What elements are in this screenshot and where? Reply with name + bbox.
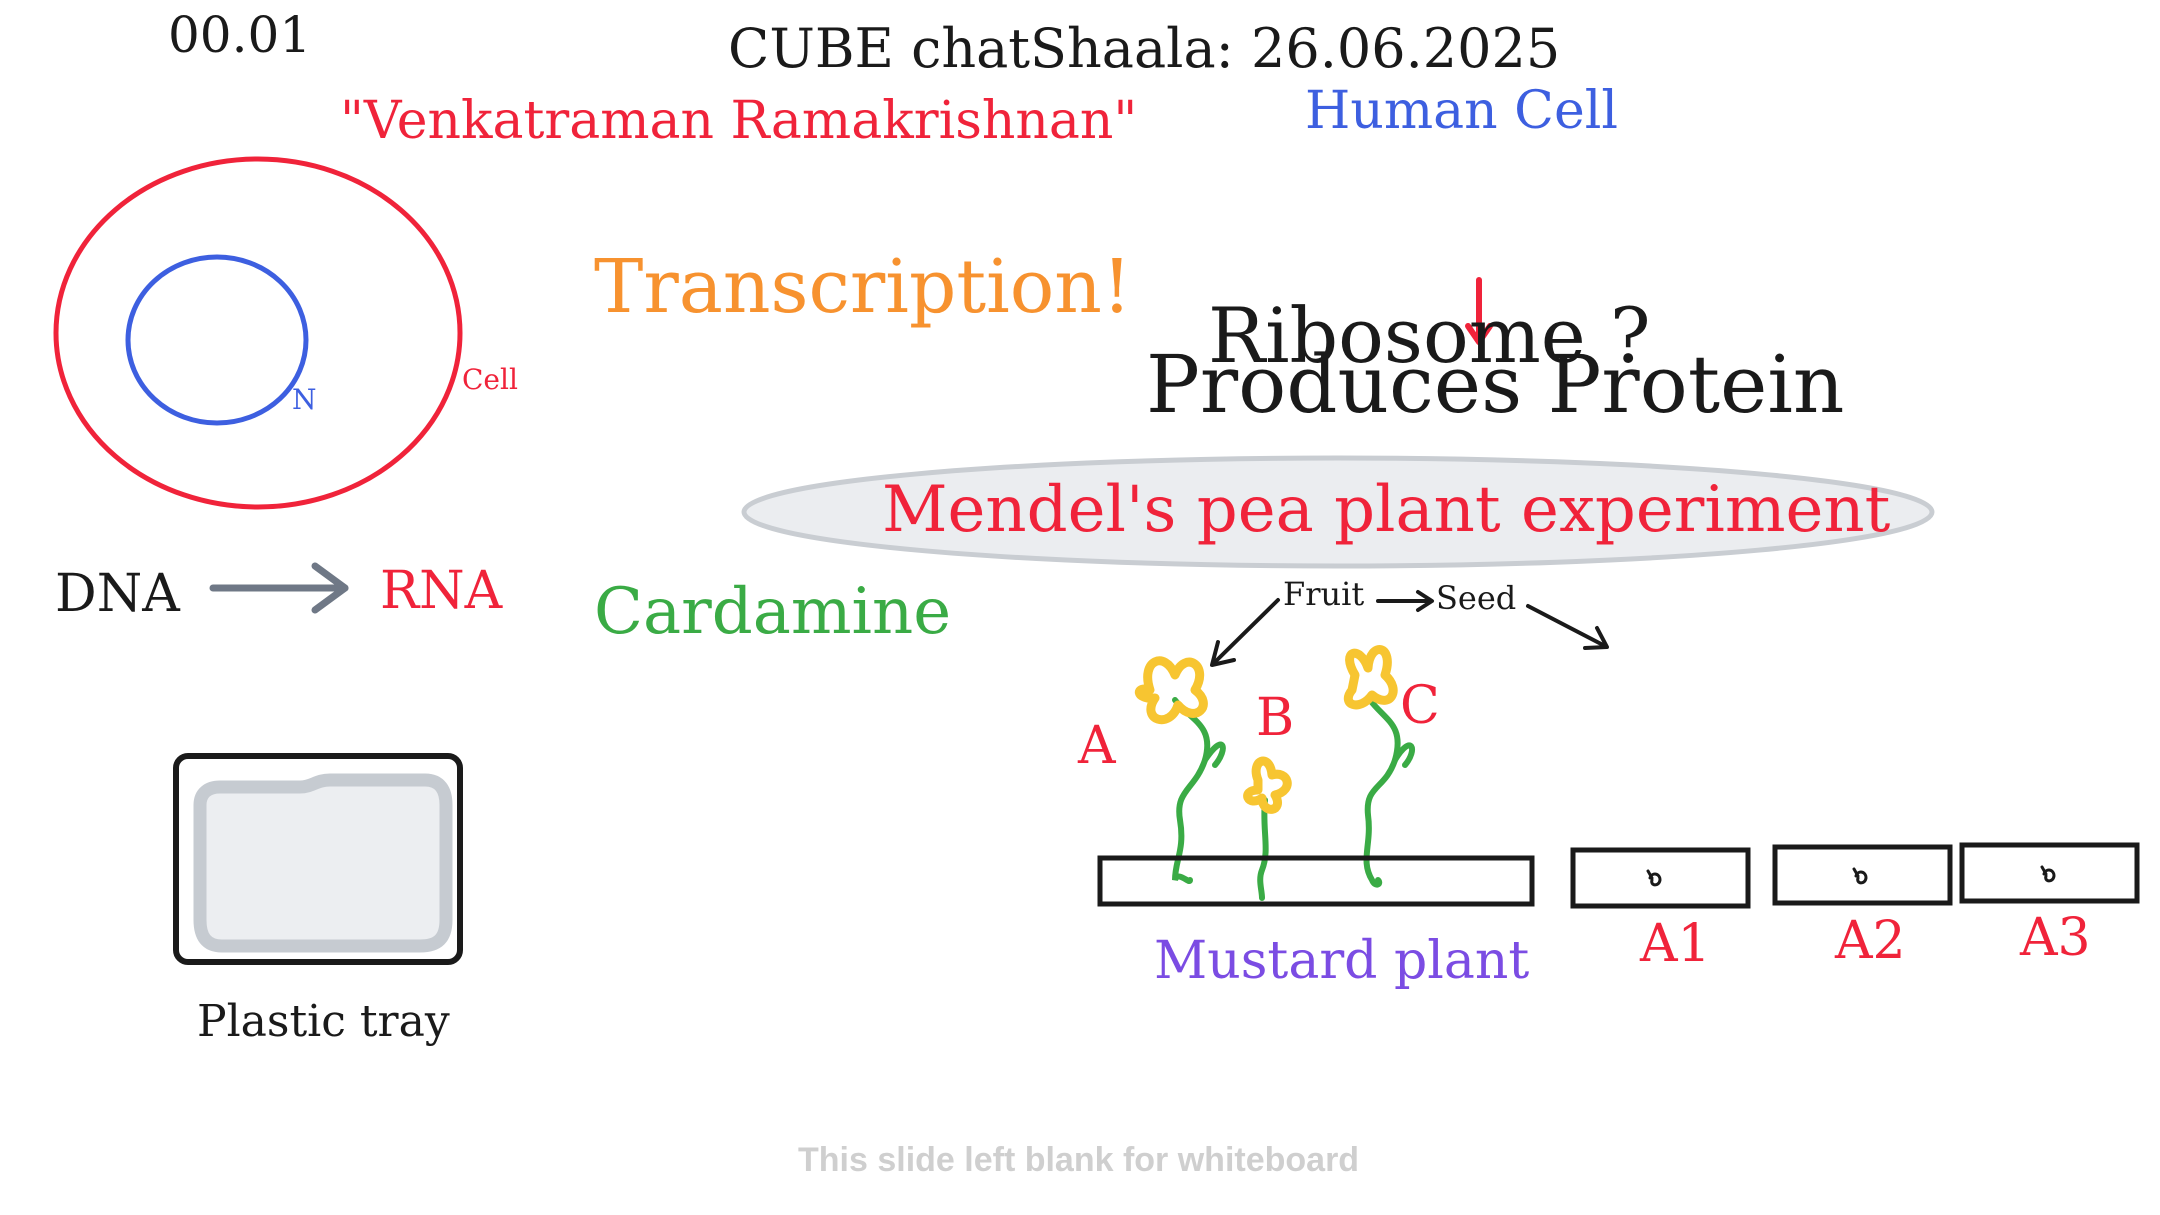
nucleus-outline (125, 254, 309, 426)
footer-note: This slide left blank for whiteboard (798, 1141, 1360, 1179)
cell-outline (53, 156, 463, 510)
mendel-note: Mendel's pea plant experiment (882, 473, 1891, 547)
pot-a2 (1772, 844, 1953, 906)
flower-a (1134, 656, 1208, 725)
quote-name: "Venkatraman Ramakrishnan" (340, 91, 1138, 151)
dna-label: DNA (55, 564, 180, 624)
flower-b (1243, 756, 1292, 814)
mendel-highlight (741, 455, 1935, 569)
mustard-plant-label: Mustard plant (1154, 931, 1530, 991)
seed-a3 (2040, 865, 2056, 883)
plant-label-b: B (1256, 688, 1295, 748)
mustard-bed (1097, 855, 1535, 907)
plant-label-a: A (1078, 716, 1116, 776)
plant-b-stem (1257, 797, 1269, 901)
nucleus-label: N (292, 383, 317, 416)
plant-a-stem (1172, 697, 1211, 885)
pot-a3 (1959, 842, 2140, 904)
flower-c (1343, 645, 1398, 710)
seed-label: Seed (1436, 579, 1517, 617)
plant-c-stem (1363, 697, 1401, 888)
plastic-tray-inner (193, 773, 453, 953)
rna-label: RNA (380, 561, 503, 621)
human-cell-heading: Human Cell (1305, 81, 1618, 141)
plant-c-leaf (1392, 742, 1415, 768)
plant-a-leaf (1202, 741, 1226, 768)
ribosome-note: Ribosome ? (1208, 291, 1651, 380)
pot-label-a1: A1 (1640, 914, 1711, 974)
transcription-note: Transcription! (594, 244, 1132, 330)
timer-text: 00.01 (168, 6, 312, 64)
slide-title: CUBE chatShaala: 26.06.2025 (728, 17, 1561, 80)
plant-label-c: C (1400, 676, 1440, 736)
pot-label-a3: A3 (2020, 908, 2091, 968)
dna-rna-arrow (209, 562, 349, 614)
fruit-label: Fruit (1283, 575, 1365, 613)
seed-a1 (1646, 869, 1662, 887)
ribosome-arrow (1465, 277, 1493, 345)
cell-label: Cell (462, 363, 518, 396)
produces-protein-note: Produces Protein (1146, 338, 1845, 431)
seed-a2 (1852, 867, 1868, 885)
fruit-seed-arrows (1210, 590, 1609, 667)
pot-label-a2: A2 (1835, 911, 1906, 971)
pot-a1 (1570, 847, 1751, 909)
plastic-tray-label: Plastic tray (197, 996, 450, 1047)
cardamine-note: Cardamine (594, 575, 952, 649)
